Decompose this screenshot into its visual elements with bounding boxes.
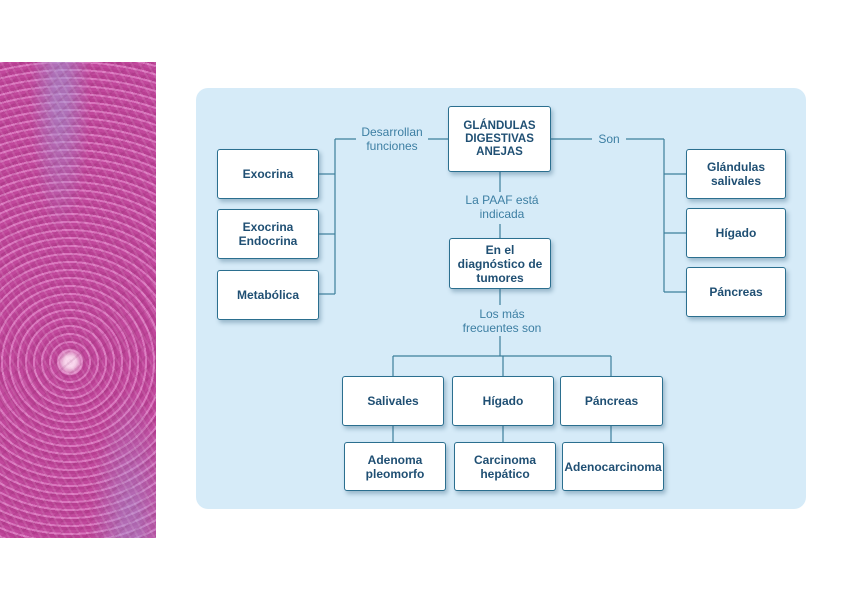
site-box-higado: Hígado (452, 376, 554, 426)
function-box-metabolica: Metabólica (217, 270, 319, 320)
function-box-exocrina-endocrina: Exocrina Endocrina (217, 209, 319, 259)
gland-box-pancreas: Páncreas (686, 267, 786, 317)
diagnosis-box: En el diagnóstico de tumores (449, 238, 551, 289)
paaf-connector-label: La PAAF está indicada (456, 193, 548, 221)
site-box-salivales: Salivales (342, 376, 444, 426)
function-box-exocrina: Exocrina (217, 149, 319, 199)
right-connector-label: Son (592, 132, 626, 146)
tumor-box-adenocarcinoma: Adenocarcinoma (562, 442, 664, 491)
gland-box-salivales: Glándulas salivales (686, 149, 786, 199)
left-connector-label: Desarrollan funciones (356, 125, 428, 153)
title-box: GLÁNDULAS DIGESTIVAS ANEJAS (448, 106, 551, 172)
tumor-box-adenoma-pleomorfo: Adenoma pleomorfo (344, 442, 446, 491)
site-box-pancreas: Páncreas (560, 376, 663, 426)
tumor-box-carcinoma-hepatico: Carcinoma hepático (454, 442, 556, 491)
gland-box-higado: Hígado (686, 208, 786, 258)
frequent-connector-label: Los más frecuentes son (451, 307, 553, 335)
